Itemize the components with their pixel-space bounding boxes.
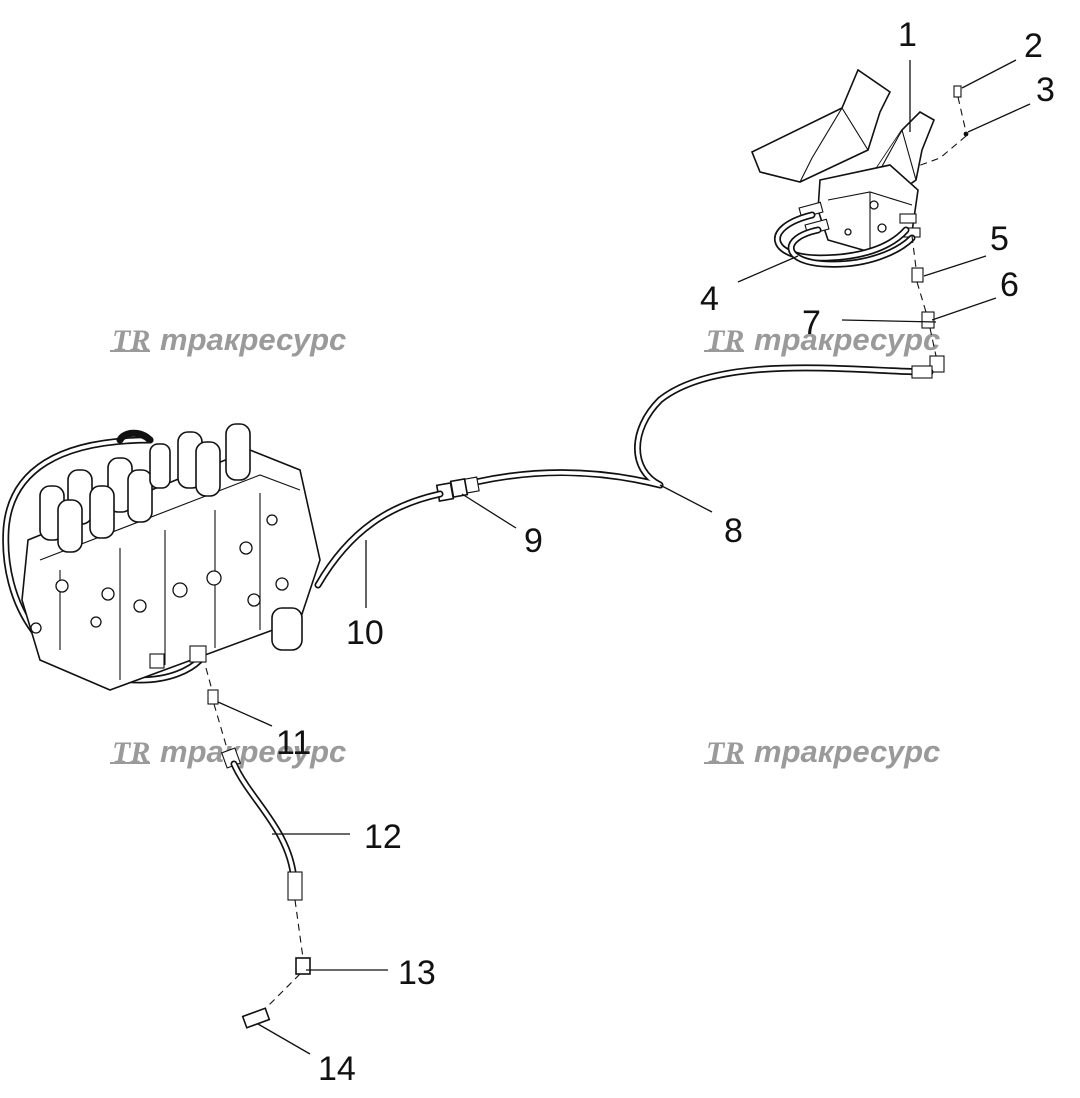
callout-8: 8 (724, 512, 743, 550)
callout-13: 13 (398, 954, 436, 992)
fitting-part-5 (911, 235, 927, 313)
callout-10: 10 (346, 614, 384, 652)
watermark-logo: TR (706, 324, 744, 357)
callout-6: 6 (1000, 266, 1019, 304)
watermark-text: тракресурс (160, 734, 346, 769)
callout-5: 5 (990, 220, 1009, 258)
elbow-part-7 (929, 355, 945, 373)
leader-lines (217, 59, 1031, 1055)
fitting-part-14 (241, 1007, 271, 1029)
callout-7: 7 (802, 304, 821, 342)
callout-1: 1 (898, 16, 917, 54)
watermark-text: тракресурс (754, 734, 940, 769)
watermark-bottom-right: TR тракресурс (704, 734, 940, 769)
hose-part-10 (314, 490, 444, 589)
fitting-part-11 (205, 667, 229, 753)
pedal-valve-assembly (750, 68, 936, 268)
callout-4: 4 (700, 280, 719, 318)
callout-labels: 1 2 3 4 5 6 7 8 9 10 11 12 13 14 (276, 16, 1055, 1088)
callout-3: 3 (1036, 71, 1055, 109)
fitting-part-13 (261, 957, 311, 1013)
callout-9: 9 (524, 522, 543, 560)
watermark-top-left: TR тракресурс (110, 322, 346, 357)
connector-part-9 (435, 476, 480, 503)
watermark-logo: TR (706, 736, 744, 769)
adapter-part-6 (921, 311, 937, 357)
callout-11: 11 (276, 724, 311, 762)
callout-14: 14 (318, 1050, 356, 1088)
hose-part-8 (472, 364, 934, 489)
callout-2: 2 (1024, 27, 1043, 65)
callout-12: 12 (364, 818, 402, 856)
watermark-logo: TR (112, 324, 150, 357)
watermark-top-right: TR тракресурс (704, 322, 940, 357)
watermark-bottom-left: TR тракресурс (110, 734, 346, 769)
bolt-part-2 (953, 85, 967, 133)
watermark-text: тракресурс (160, 322, 346, 357)
watermark-logo: TR (112, 736, 150, 769)
hose-part-12 (220, 747, 304, 959)
washer-part-3 (917, 131, 969, 167)
watermark-text: тракресурс (754, 322, 940, 357)
control-valve (2, 423, 321, 691)
